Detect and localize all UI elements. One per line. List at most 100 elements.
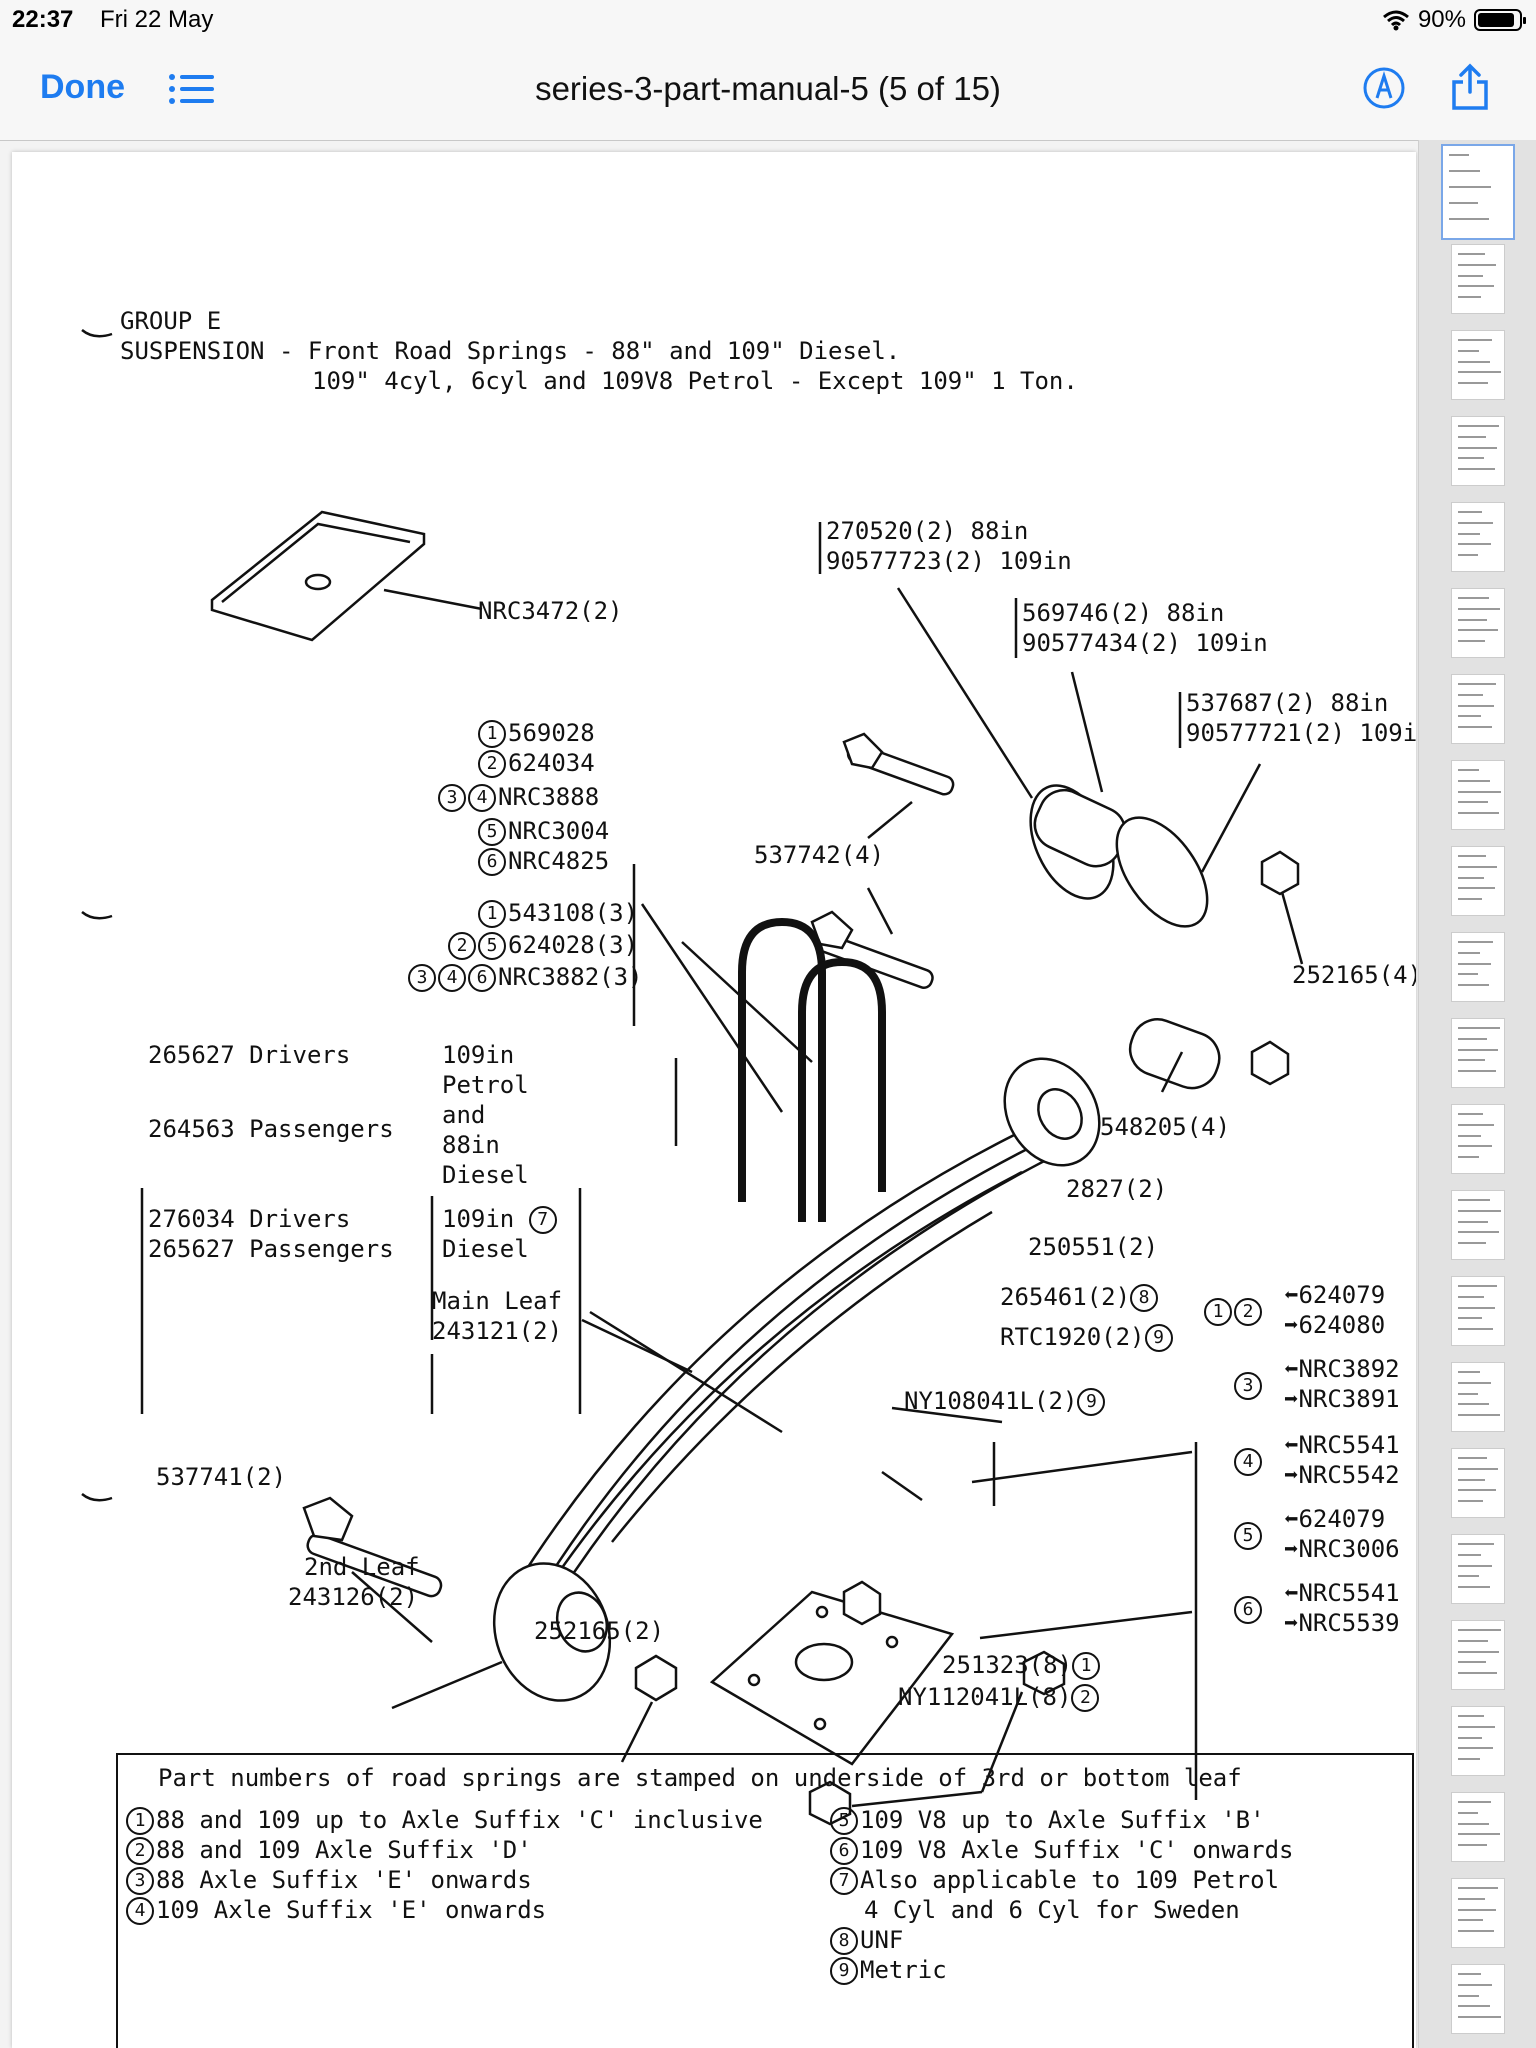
part-label: 251323(8)1 (942, 1650, 1102, 1680)
plate-right: ➡NRC5539 (1284, 1609, 1400, 1637)
document-page[interactable]: GROUP E SUSPENSION - Front Road Springs … (12, 152, 1416, 2048)
part-label: NRC3472(2) (478, 597, 623, 625)
part-label: NY108041L(2)9 (904, 1386, 1107, 1416)
page-thumbnail[interactable] (1451, 1706, 1505, 1776)
page-thumbnail[interactable] (1441, 144, 1515, 240)
page-thumbnail[interactable] (1451, 330, 1505, 400)
battery-icon (1474, 9, 1526, 31)
page-thumbnail[interactable] (1451, 1448, 1505, 1518)
part-label: 2nd Leaf (304, 1553, 420, 1581)
page-thumbnail[interactable] (1451, 1362, 1505, 1432)
page-thumbnail[interactable] (1451, 502, 1505, 572)
part-label: Main Leaf (432, 1287, 563, 1315)
part-label: NY112041L(8)2 (898, 1682, 1101, 1712)
spring-desc: 109in (442, 1041, 515, 1069)
exploded-diagram (81, 329, 1304, 1826)
page-thumbnail[interactable] (1451, 1534, 1505, 1604)
part-label: 252165(4) (1292, 961, 1416, 989)
plate-right: ➡624080 (1284, 1311, 1386, 1339)
page-thumbnail[interactable] (1451, 932, 1505, 1002)
page-thumbnail[interactable] (1451, 1190, 1505, 1260)
part-label: 270520(2) 88in (826, 517, 1029, 545)
wifi-icon (1382, 10, 1409, 31)
page-thumbnail[interactable] (1451, 1878, 1505, 1948)
page-thumbnail[interactable] (1451, 416, 1505, 486)
page-thumbnail[interactable] (1451, 1620, 1505, 1690)
page-thumbnail[interactable] (1451, 760, 1505, 830)
section-heading: SUSPENSION - Front Road Springs - 88" an… (120, 337, 901, 365)
page-thumbnail[interactable] (1451, 588, 1505, 658)
plate-row-4: 5 (1234, 1520, 1264, 1550)
plate-left: ⬅624079 (1284, 1281, 1386, 1309)
spring-drivers: 265627 Drivers (148, 1041, 351, 1069)
page-thumbnail[interactable] (1451, 244, 1505, 314)
markup-pen-icon[interactable] (1362, 66, 1406, 110)
spring-passengers: 265627 Passengers (148, 1235, 394, 1263)
notes-title: Part numbers of road springs are stamped… (158, 1764, 1242, 1792)
plate-left: ⬅624079 (1284, 1505, 1386, 1533)
plate-left: ⬅NRC5541 (1284, 1431, 1400, 1459)
part-label: 537741(2) (156, 1463, 287, 1491)
part-label: 243126(2) (288, 1583, 419, 1611)
part-label: 243121(2) (432, 1317, 563, 1345)
list-icon[interactable] (168, 72, 214, 106)
page-thumbnail[interactable] (1451, 846, 1505, 916)
date: Fri 22 May (100, 6, 214, 33)
part-label: 548205(4) (1100, 1113, 1231, 1141)
clock: 22:37 (12, 6, 74, 33)
spring-desc: Petrol (442, 1071, 529, 1099)
spring-desc: 88in (442, 1131, 500, 1159)
viewer-toolbar: Done series-3-part-manual-5 (5 of 15) (0, 40, 1536, 141)
part-label: 90577434(2) 109in (1022, 629, 1268, 657)
part-label: 537687(2) 88in (1186, 689, 1389, 717)
plate-left: ⬅NRC3892 (1284, 1355, 1400, 1383)
page-thumbnail[interactable] (1451, 1964, 1505, 2034)
plate-row-3: 4 (1234, 1446, 1264, 1476)
plate-right: ➡NRC3006 (1284, 1535, 1400, 1563)
plate-right: ➡NRC3891 (1284, 1385, 1400, 1413)
page-thumbnail[interactable] (1451, 1104, 1505, 1174)
note-7-cont: 4 Cyl and 6 Cyl for Sweden (864, 1896, 1240, 1924)
part-label: 265461(2)8 (1000, 1282, 1160, 1312)
battery-percent: 90% (1417, 6, 1466, 33)
part-label: 90577721(2) 109in (1186, 719, 1416, 747)
done-button[interactable]: Done (40, 68, 125, 106)
plate-right: ➡NRC5542 (1284, 1461, 1400, 1489)
plate-row-2: 3 (1234, 1370, 1264, 1400)
page-thumbnail[interactable] (1451, 674, 1505, 744)
spring-desc: Diesel (442, 1161, 529, 1189)
spring-passengers: 264563 Passengers (148, 1115, 394, 1143)
group-heading: GROUP E (120, 307, 222, 335)
share-icon[interactable] (1450, 62, 1490, 112)
plate-left: ⬅NRC5541 (1284, 1579, 1400, 1607)
page-thumbnails[interactable] (1418, 140, 1536, 2048)
document-title: series-3-part-manual-5 (5 of 15) (535, 70, 1001, 107)
part-label: 90577723(2) 109in (826, 547, 1072, 575)
page-thumbnail[interactable] (1451, 1276, 1505, 1346)
part-label: 252165(2) (534, 1617, 665, 1645)
page-thumbnail[interactable] (1451, 1018, 1505, 1088)
spring-desc: and (442, 1101, 486, 1129)
part-label: 537742(4) (754, 841, 885, 869)
page-thumbnail[interactable] (1451, 1792, 1505, 1862)
part-label: 569746(2) 88in (1022, 599, 1225, 627)
spring-desc: Diesel (442, 1235, 529, 1263)
status-bar: 22:37 Fri 22 May 90% (0, 0, 1536, 40)
